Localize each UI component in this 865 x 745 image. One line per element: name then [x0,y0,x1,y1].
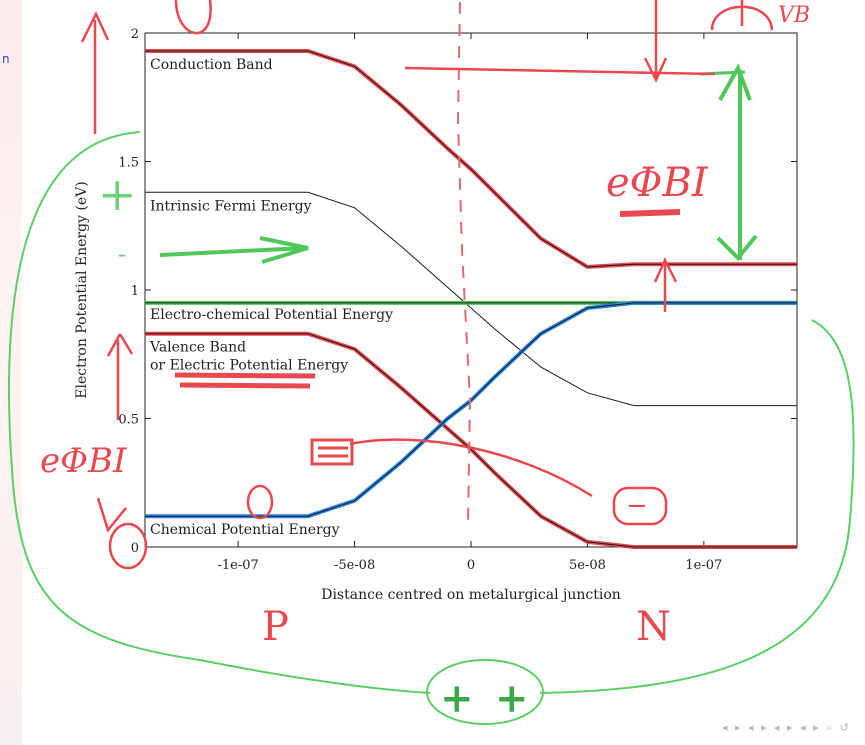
green-arrow [159,236,309,264]
y-tick-label: 2 [131,27,139,42]
battery-plus-left: + [440,675,474,722]
green-barrier-arrow [716,63,758,261]
nav-symbols[interactable]: ◂ ▸ ◂ ▸ ◂ ▸ ◂ ▸ ⌕ ↺ [721,721,851,734]
minus-sign: − [626,491,648,521]
red-top-arrow-left [80,11,110,134]
curve-label: Conduction Band [150,57,273,73]
curve-label: or Electric Potential Energy [150,358,348,374]
y-tick-label: 0.5 [118,413,139,428]
red-electron-line [349,438,593,498]
green-minus-side: - [118,240,126,268]
series-line-4 [145,333,797,548]
red-minus-box [612,486,668,526]
y-tick-label: 1 [131,284,139,299]
axis-ticks: -1e-07 -5e-08 0 5e-08 1e-07 0 0.5 1 1.5 2Distance… [74,27,797,603]
sidebar-letter: n [2,52,10,66]
x-tick-label: -5e-08 [334,558,375,573]
junction-dashed-line [456,1,472,526]
left-sidebar-strip: n [0,0,22,745]
red-dash-right [619,209,681,217]
n-region-label: N [636,604,671,650]
series-line-1 [145,50,797,268]
red-circle-zero [108,522,148,570]
curve-label: Intrinsic Fermi Energy [150,198,312,214]
curve-label: Electro-chemical Potential Energy [150,307,393,323]
circuit-loop [8,131,855,694]
p-region-label: P [262,604,289,650]
battery-circle [426,659,544,725]
barrier-label-right: eΦBI [606,160,709,206]
curve-label: Chemical Potential Energy [150,522,340,538]
red-underline-valence [174,372,316,389]
red-flat-line [404,66,716,76]
slide-navigation[interactable]: ◂ ▸ ◂ ▸ ◂ ▸ ◂ ▸ ⌕ ↺ [722,721,851,735]
y-tick-label: 1.5 [118,156,139,171]
x-axis-label: Distance centred on metalurgical junctio… [321,587,621,603]
red-circle-small [246,484,274,520]
x-tick-label: 0 [467,558,475,573]
handwriting-layer: + + + - VB eΦBI eΦBI − [8,0,855,725]
vb-label: VB [778,3,810,28]
plot-frame [144,32,798,548]
x-tick-label: 1e-07 [685,558,722,573]
series-line-5 [145,302,797,517]
red-top-mark [174,0,212,35]
battery-plus-right: + [495,675,529,722]
red-vb-mark [710,0,774,31]
red-scribble-box [310,438,354,466]
red-up-arrow-right [653,257,678,312]
curve-label: Valence Band [149,340,246,356]
series-line-2 [145,191,797,407]
x-tick-label: -1e-07 [217,558,258,573]
chart-curves [145,49,797,549]
series-ink-1 [145,49,797,269]
y-axis-label: Electron Potential Energy (eV) [74,181,90,398]
green-plus-side: + [98,167,137,221]
x-tick-label: 5e-08 [569,558,606,573]
red-left-arrow [106,333,134,420]
y-tick-label: 0 [131,541,139,556]
red-down-arrow-left [96,497,127,533]
red-down-arrow-top [643,0,668,83]
barrier-label-left: eΦBI [40,441,127,481]
